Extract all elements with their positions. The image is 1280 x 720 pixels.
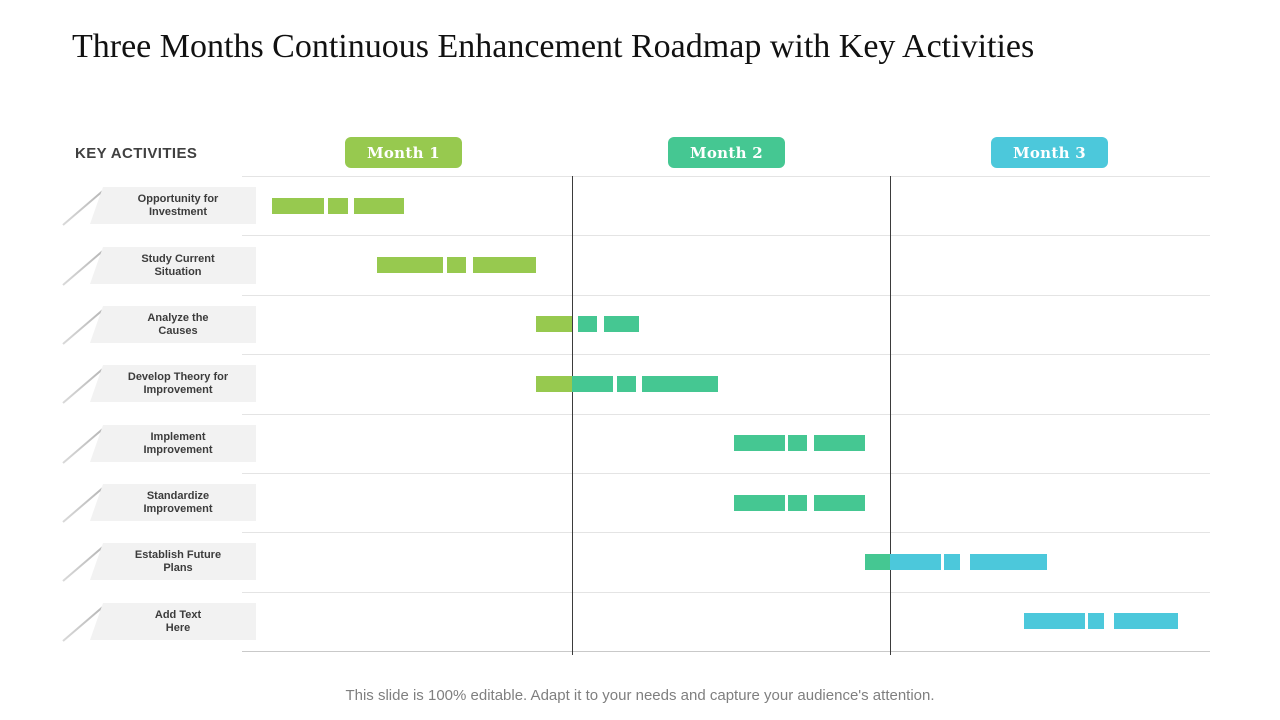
month-divider-2 <box>890 176 891 655</box>
gantt-bar-segment <box>1024 613 1086 629</box>
gantt-bar-segment <box>535 376 572 392</box>
gantt-bar-segment <box>603 316 639 332</box>
gantt-bar-segment <box>616 376 636 392</box>
gridline-row <box>242 473 1210 474</box>
gantt-bar-segment <box>377 257 444 273</box>
gantt-bar-segment <box>813 495 865 511</box>
gantt-bar-segment <box>578 316 598 332</box>
month-divider-1 <box>572 176 573 655</box>
gantt-bar-segment <box>473 257 536 273</box>
gridline-row <box>242 235 1210 236</box>
gantt-bar-segment <box>572 376 614 392</box>
gantt-bar-segment <box>354 198 404 214</box>
gridline-row <box>242 592 1210 593</box>
gantt-bar-segment <box>788 435 808 451</box>
month-1-badge: Month 1 <box>345 137 462 168</box>
gantt-bar-segment <box>970 554 1047 570</box>
gridline-row <box>242 354 1210 355</box>
gantt-bar-segment <box>271 198 325 214</box>
gridline-top <box>242 176 1210 177</box>
gantt-bar-segment <box>446 257 467 273</box>
gantt-bar-segment <box>864 554 890 570</box>
gridline-row <box>242 295 1210 296</box>
gantt-bar-segment <box>1114 613 1178 629</box>
gantt-bar-segment <box>642 376 719 392</box>
gantt-bar-segment <box>734 495 786 511</box>
gantt-bar-segment <box>1088 613 1105 629</box>
month-2-badge: Month 2 <box>668 137 785 168</box>
page-title: Three Months Continuous Enhancement Road… <box>72 28 1035 65</box>
gridline-row <box>242 532 1210 533</box>
month-3-badge: Month 3 <box>991 137 1108 168</box>
gantt-bar-segment <box>944 554 961 570</box>
gantt-bar-segment <box>813 435 865 451</box>
gantt-bar-segment <box>788 495 808 511</box>
gantt-bar-segment <box>535 316 572 332</box>
footer-note: This slide is 100% editable. Adapt it to… <box>345 687 935 704</box>
gantt-bar-segment <box>327 198 348 214</box>
gantt-bar-segment <box>734 435 786 451</box>
gantt-bar-segment <box>890 554 942 570</box>
key-activities-heading: KEY ACTIVITIES <box>75 145 198 162</box>
gridline-bottom <box>242 651 1210 652</box>
gridline-row <box>242 414 1210 415</box>
